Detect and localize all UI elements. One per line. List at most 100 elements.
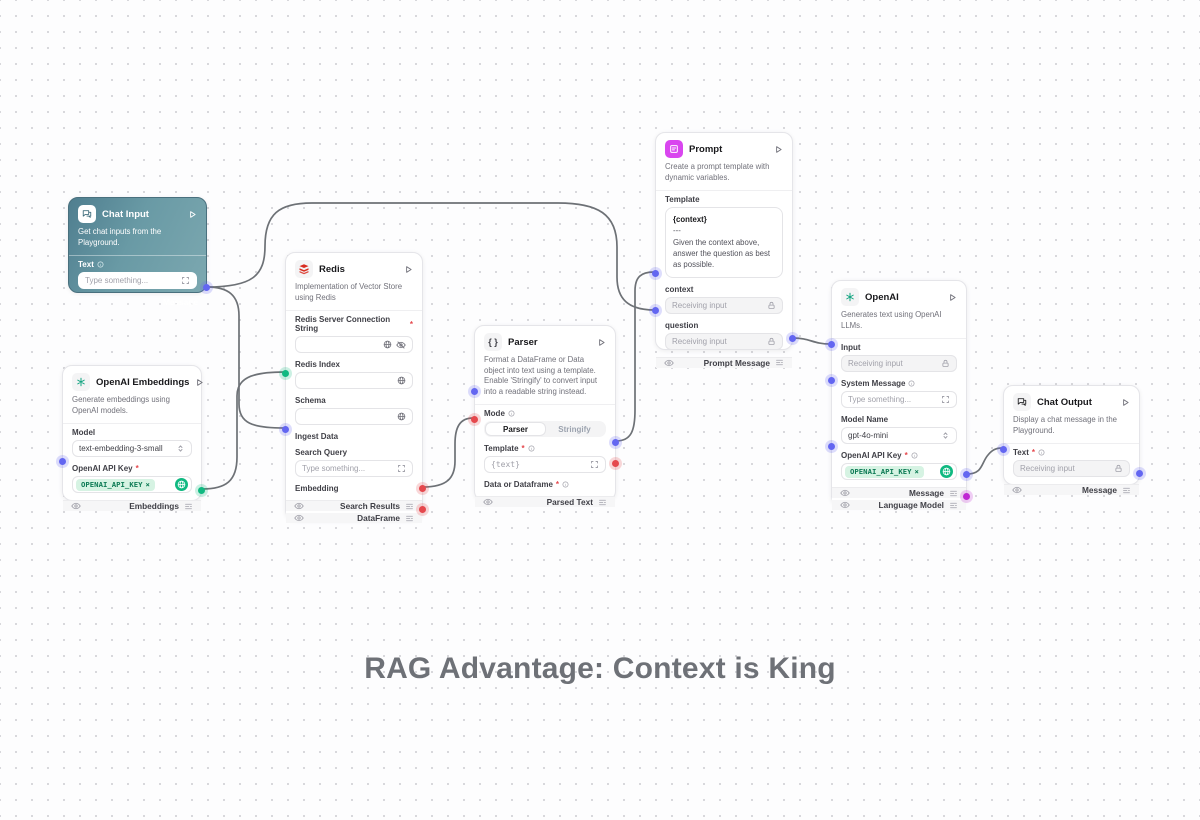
input-handle-api-key[interactable]: [828, 443, 835, 450]
redis-index-input[interactable]: [295, 372, 413, 390]
system-message-input[interactable]: Type something...: [841, 391, 957, 409]
info-icon: [97, 261, 104, 268]
output-handle-message[interactable]: [203, 284, 210, 291]
eye-icon[interactable]: [71, 501, 81, 511]
output-row-message: Message: [1004, 484, 1139, 496]
search-query-input[interactable]: Type something...: [295, 460, 413, 478]
node-parser[interactable]: { } Parser Format a DataFrame or Data ob…: [471, 325, 619, 508]
mode-option-stringify[interactable]: Stringify: [558, 424, 591, 434]
eye-icon[interactable]: [483, 497, 493, 507]
template-input[interactable]: {text}: [484, 456, 606, 474]
global-variable-icon[interactable]: [175, 478, 188, 492]
node-redis[interactable]: Redis Implementation of Vector Store usi…: [282, 252, 426, 524]
placeholder: Type something...: [302, 464, 366, 474]
eye-icon[interactable]: [664, 358, 674, 368]
output-handle-embeddings[interactable]: [198, 487, 205, 494]
node-description: Format a DataFrame or Data object into t…: [475, 355, 615, 406]
eye-icon[interactable]: [294, 501, 304, 511]
mode-toggle[interactable]: Parser Stringify: [484, 421, 606, 438]
api-key-field[interactable]: OPENAI_API_KEY×: [72, 476, 192, 494]
remove-tag-icon[interactable]: ×: [914, 467, 919, 477]
info-icon: [1038, 449, 1045, 456]
node-title: OpenAI Embeddings: [96, 376, 190, 388]
field-label-mode: Mode: [484, 409, 505, 419]
globe-icon[interactable]: [397, 376, 406, 385]
output-row-parsed-text: Parsed Text: [475, 496, 615, 508]
output-list-icon: [598, 498, 607, 507]
expand-icon[interactable]: [590, 460, 599, 469]
expand-icon[interactable]: [941, 395, 950, 404]
output-handle-language-model[interactable]: [963, 493, 970, 500]
template-editor[interactable]: {context} --- Given the context above, a…: [665, 207, 783, 278]
mode-option-parser[interactable]: Parser: [486, 423, 545, 436]
field-label-template: Template: [665, 195, 700, 205]
output-handle-dataframe[interactable]: [419, 506, 426, 513]
output-row-message: Message: [832, 487, 966, 499]
play-icon[interactable]: [1121, 398, 1130, 407]
node-prompt[interactable]: Prompt Create a prompt template with dyn…: [652, 132, 796, 368]
node-chat-input[interactable]: Chat Input Get chat inputs from the Play…: [68, 197, 210, 308]
input-handle-system-message[interactable]: [828, 377, 835, 384]
output-handle-parsed-text[interactable]: [612, 439, 619, 446]
eye-off-icon[interactable]: [396, 340, 406, 350]
flow-title: RAG Advantage: Context is King: [364, 652, 836, 685]
eye-icon[interactable]: [1012, 485, 1022, 495]
globe-icon[interactable]: [383, 340, 392, 349]
play-icon[interactable]: [948, 293, 957, 302]
globe-icon[interactable]: [397, 412, 406, 421]
expand-icon[interactable]: [181, 276, 190, 285]
eye-icon[interactable]: [294, 513, 304, 523]
input-handle-api-key[interactable]: [59, 458, 66, 465]
edge-prompt-to-openai-input: [792, 337, 831, 345]
node-title: Chat Output: [1037, 396, 1092, 408]
model-select[interactable]: text-embedding-3-small: [72, 440, 192, 458]
node-openai-embeddings[interactable]: OpenAI Embeddings Generate embeddings us…: [59, 365, 205, 512]
input-handle-context[interactable]: [652, 270, 659, 277]
info-icon: [508, 410, 515, 417]
field-label-ingest-data: Ingest Data: [295, 432, 339, 442]
input-handle-input[interactable]: [828, 341, 835, 348]
api-key-field[interactable]: OPENAI_API_KEY×: [841, 463, 957, 481]
expand-icon[interactable]: [397, 464, 406, 473]
edge-parser-to-prompt-context: [615, 271, 655, 442]
output-label: Message: [1081, 485, 1117, 496]
play-icon[interactable]: [404, 265, 413, 274]
play-icon[interactable]: [195, 378, 204, 387]
input-handle-schema[interactable]: [282, 370, 289, 377]
template-variable: {context}: [673, 215, 707, 225]
field-label-text: Text: [78, 260, 94, 270]
play-icon[interactable]: [774, 145, 783, 154]
input-handle-data[interactable]: [471, 416, 478, 423]
model-select[interactable]: gpt-4o-mini: [841, 427, 957, 445]
node-openai[interactable]: OpenAI Generates text using OpenAI LLMs.…: [828, 280, 970, 511]
output-handle-data[interactable]: [612, 460, 619, 467]
play-icon[interactable]: [597, 338, 606, 347]
field-label-api-key: OpenAI API Key: [72, 464, 133, 474]
api-key-tag[interactable]: OPENAI_API_KEY×: [845, 465, 924, 478]
play-icon[interactable]: [188, 210, 197, 219]
output-handle-message[interactable]: [963, 471, 970, 478]
input-handle-question[interactable]: [652, 307, 659, 314]
output-handle-search-results[interactable]: [419, 485, 426, 492]
eye-icon[interactable]: [840, 488, 850, 498]
connection-string-input[interactable]: [295, 336, 413, 354]
global-variable-icon[interactable]: [940, 465, 953, 479]
output-handle-prompt-message[interactable]: [789, 335, 796, 342]
output-list-icon: [405, 514, 414, 523]
input-field[interactable]: Receiving input: [841, 355, 957, 373]
lock-icon: [941, 359, 950, 368]
node-chat-output[interactable]: Chat Output Display a chat message in th…: [1000, 385, 1143, 496]
input-handle-search-query[interactable]: [282, 426, 289, 433]
schema-input[interactable]: [295, 408, 413, 426]
eye-icon[interactable]: [840, 500, 850, 510]
api-key-tag[interactable]: OPENAI_API_KEY×: [76, 478, 155, 491]
text-input[interactable]: Receiving input: [1013, 460, 1130, 478]
text-input[interactable]: Type something...: [78, 272, 197, 290]
context-input[interactable]: Receiving input: [665, 296, 783, 314]
field-label-index: Redis Index: [295, 360, 340, 370]
input-handle-template[interactable]: [471, 388, 478, 395]
question-input[interactable]: Receiving input: [665, 332, 783, 350]
output-handle-message[interactable]: [1136, 470, 1143, 477]
remove-tag-icon[interactable]: ×: [145, 480, 150, 490]
input-handle-text[interactable]: [1000, 446, 1007, 453]
